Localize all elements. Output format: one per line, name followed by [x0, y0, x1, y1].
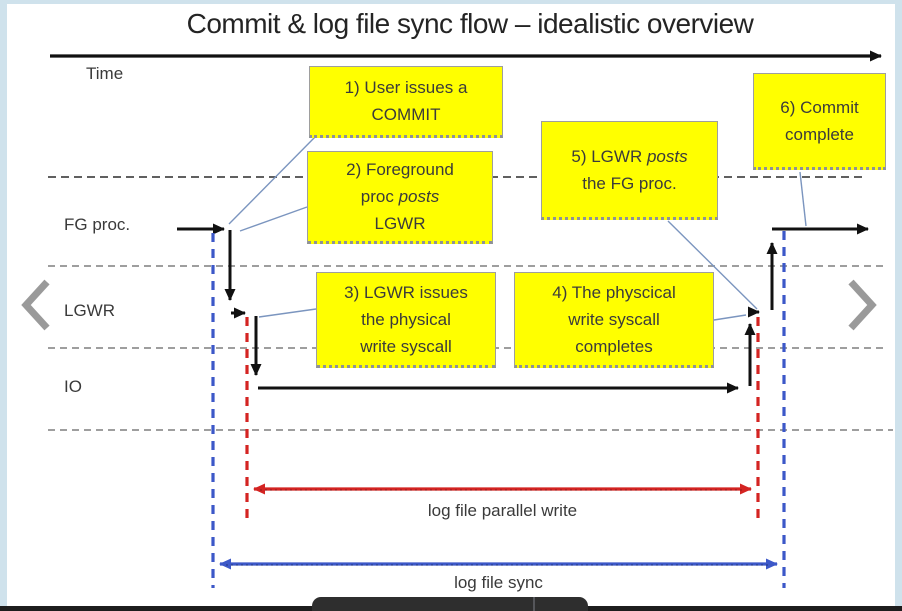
slide-title: Commit & log file sync flow – idealistic…: [186, 8, 754, 39]
viewer-edge-left: [0, 0, 7, 611]
chevron-right-icon: [848, 279, 877, 331]
callout-text: write syscall: [360, 336, 452, 356]
callout-text: the physical: [361, 309, 451, 329]
callout-lgwr-posts-fg: 5) LGWR posts the FG proc.: [541, 121, 718, 220]
lane-label-io: IO: [64, 377, 82, 396]
callout-write-syscall-completes: 4) The physcical write syscall completes: [514, 272, 714, 368]
callout-connector-lines: [228, 136, 807, 321]
lane-label-lgwr: LGWR: [64, 301, 115, 320]
callout-lgwr-issues-write: 3) LGWR issues the physical write syscal…: [316, 272, 496, 368]
callout-text: 5) LGWR posts: [571, 146, 688, 166]
viewer-edge-right: [895, 0, 902, 611]
callout-text: 2) Foreground: [346, 160, 454, 179]
callout-foreground-posts-lgwr: 2) Foreground proc posts LGWR: [307, 151, 493, 244]
chevron-left-icon: [21, 279, 50, 331]
commit-flow-path: [177, 223, 869, 394]
next-slide-button[interactable]: [840, 273, 884, 337]
previous-slide-button[interactable]: [14, 273, 58, 337]
callout-commit-complete: 6) Commit complete: [753, 73, 886, 170]
callout-text: the FG proc.: [582, 173, 677, 193]
player-bar-divider: [533, 597, 535, 611]
callout-user-issues-commit: 1) User issues a COMMIT: [309, 66, 503, 138]
callout-text: COMMIT: [371, 105, 441, 124]
log-file-parallel-write-span: [253, 483, 752, 495]
callout-text: 4) The physcical: [552, 282, 676, 302]
callout-text: complete: [785, 124, 854, 144]
callout-text: write syscall: [568, 309, 660, 329]
callout-text: proc posts: [360, 187, 440, 206]
viewer-edge-top: [0, 0, 902, 4]
callout-text: 1) User issues a: [344, 78, 468, 97]
callout-text: 6) Commit: [780, 97, 859, 117]
callout-text: 3) LGWR issues: [344, 282, 468, 302]
callout-text: LGWR: [374, 214, 426, 233]
lane-label-fg-proc: FG proc.: [64, 215, 131, 234]
log-file-sync-span: [219, 558, 778, 570]
log-file-sync-boundaries: [211, 231, 786, 588]
callout-text: completes: [575, 336, 653, 356]
log-file-sync-label: log file sync: [454, 573, 543, 592]
player-control-bar[interactable]: [312, 597, 588, 611]
log-file-parallel-write-boundaries: [245, 317, 760, 518]
time-axis-label: Time: [86, 64, 124, 83]
log-file-parallel-write-label: log file parallel write: [427, 501, 578, 520]
